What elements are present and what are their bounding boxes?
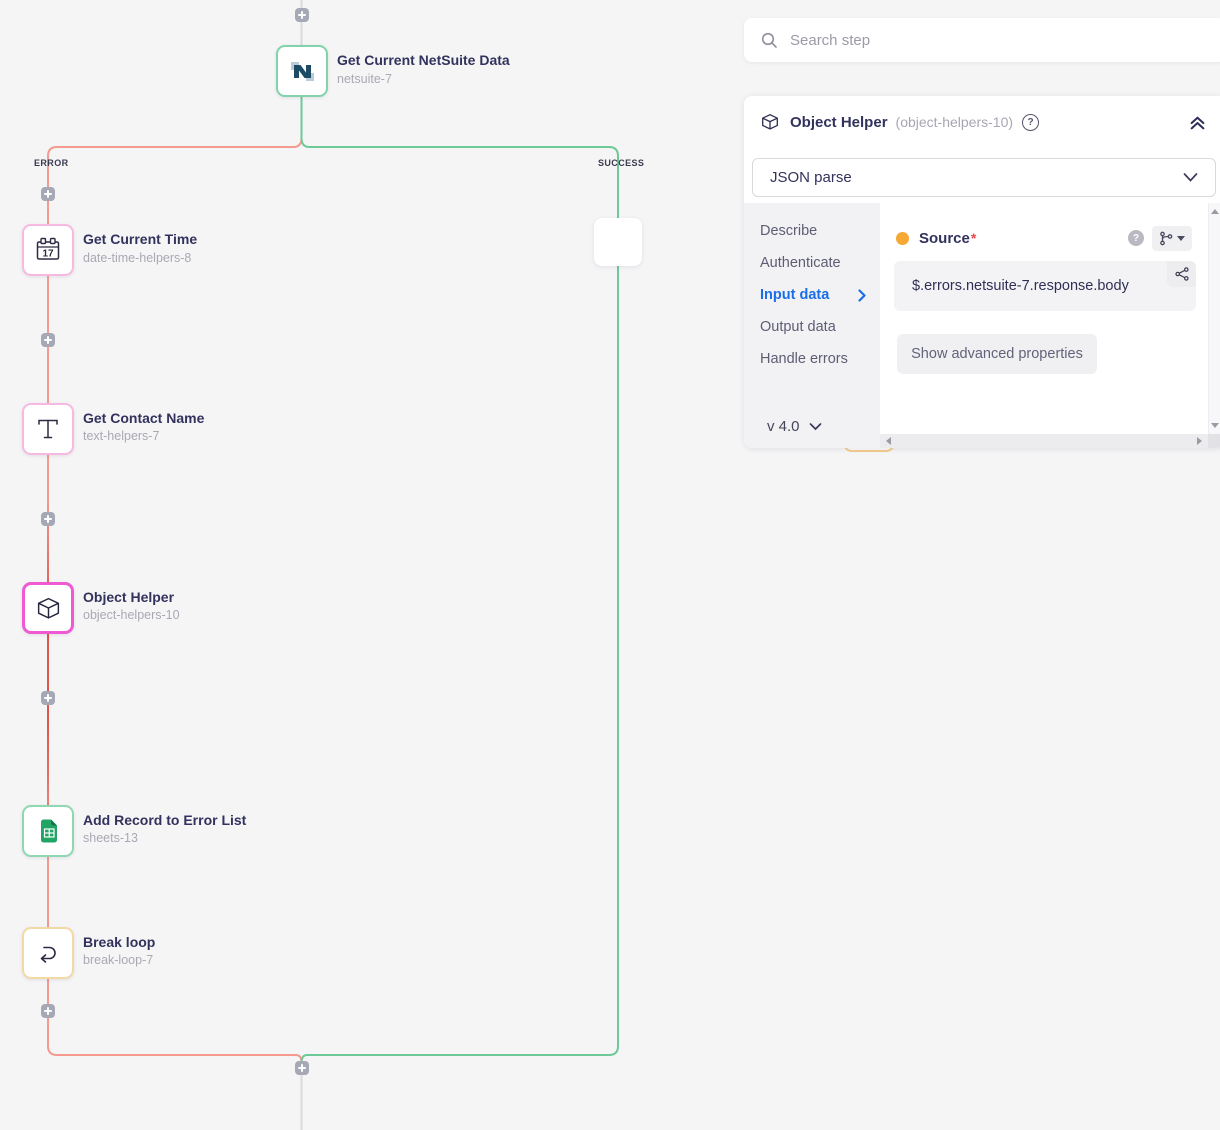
add-step-button-top[interactable] — [295, 8, 309, 22]
mapped-value-dot — [896, 231, 909, 245]
search-step-bar — [744, 18, 1220, 62]
panel-step-id: (object-helpers-10) — [895, 114, 1014, 130]
panel-tabs: Describe Authenticate Input data Output … — [744, 203, 880, 448]
panel-title: Object Helper — [790, 113, 888, 131]
scroll-right-arrow[interactable] — [1197, 437, 1202, 445]
step-text-helper[interactable] — [22, 403, 74, 455]
chevron-down-icon — [1177, 235, 1185, 241]
cube-icon — [760, 112, 780, 132]
chevron-down-icon — [809, 422, 821, 430]
version-select[interactable]: v 4.0 — [767, 418, 822, 435]
step-netsuite[interactable] — [276, 45, 328, 97]
step-sheets[interactable] — [22, 805, 74, 857]
step-title: Get Current Time — [83, 231, 198, 247]
connect-icon — [1174, 267, 1189, 281]
svg-text:17: 17 — [42, 249, 54, 260]
step-subtitle: sheets-13 — [83, 831, 138, 845]
version-label: v 4.0 — [767, 418, 800, 435]
required-marker: * — [970, 230, 977, 246]
scroll-left-arrow[interactable] — [886, 437, 891, 445]
step-subtitle: break-loop-7 — [83, 953, 154, 967]
panel-body: Describe Authenticate Input data Output … — [744, 203, 1220, 448]
horizontal-scrollbar[interactable] — [880, 434, 1208, 448]
add-step-button-error-2[interactable] — [41, 333, 55, 347]
cube-icon — [35, 595, 62, 622]
add-step-button-error-5[interactable] — [41, 1004, 55, 1018]
scroll-down-arrow[interactable] — [1211, 423, 1219, 428]
add-step-button-error-4[interactable] — [41, 691, 55, 705]
step-date-time-helper[interactable]: 17 — [22, 224, 74, 276]
source-input-value: $.errors.netsuite-7.response.body — [912, 278, 1129, 294]
netsuite-icon — [287, 56, 317, 86]
add-step-button-error-3[interactable] — [41, 512, 55, 526]
tab-authenticate[interactable]: Authenticate — [760, 255, 841, 271]
tab-handle-errors[interactable]: Handle errors — [760, 351, 848, 367]
search-icon — [760, 31, 778, 49]
jsonpath-icon — [1160, 231, 1173, 245]
panel-header: Object Helper (object-helpers-10) ? — [760, 110, 1206, 134]
step-subtitle: date-time-helpers-8 — [83, 251, 192, 265]
operation-selected-value: JSON parse — [770, 169, 852, 186]
step-subtitle: object-helpers-10 — [83, 608, 180, 622]
tab-describe[interactable]: Describe — [760, 223, 818, 239]
step-properties-panel: Object Helper (object-helpers-10) ? JSON… — [744, 96, 1220, 448]
add-step-button-error-1[interactable] — [41, 187, 55, 201]
collapse-panel-icon[interactable] — [1189, 114, 1206, 131]
calendar-icon: 17 — [33, 235, 63, 265]
input-data-content: Source * ? $.errors.netsuite-7.response.… — [880, 203, 1220, 448]
source-field-row: Source * ? — [896, 225, 1192, 251]
success-branch-label: SUCCESS — [598, 158, 645, 168]
break-loop-icon — [34, 939, 62, 967]
tab-output-data[interactable]: Output data — [760, 319, 836, 335]
step-title: Break loop — [83, 934, 156, 950]
text-helper-icon — [35, 416, 61, 442]
scroll-up-arrow[interactable] — [1211, 209, 1219, 214]
vertical-scrollbar[interactable] — [1208, 203, 1220, 434]
chevron-right-icon — [858, 288, 866, 302]
help-icon[interactable]: ? — [1128, 230, 1144, 246]
step-object-helper[interactable] — [22, 582, 74, 634]
step-title: Add Record to Error List — [83, 812, 247, 828]
source-field-label: Source — [919, 229, 970, 247]
step-subtitle: text-helpers-7 — [83, 429, 160, 443]
chevron-down-icon — [1183, 173, 1198, 182]
scrollbar-corner — [1208, 434, 1220, 448]
empty-step-node[interactable] — [594, 218, 642, 266]
show-advanced-properties-button[interactable]: Show advanced properties — [897, 334, 1097, 374]
step-title: Get Contact Name — [83, 410, 205, 426]
operation-select[interactable]: JSON parse — [752, 158, 1216, 197]
connector-snake-button[interactable] — [1167, 261, 1196, 287]
tab-input-data[interactable]: Input data — [744, 279, 880, 311]
step-title: Get Current NetSuite Data — [337, 52, 510, 68]
step-subtitle: netsuite-7 — [337, 72, 392, 86]
source-input-field[interactable]: $.errors.netsuite-7.response.body — [894, 261, 1196, 311]
error-branch-label: ERROR — [34, 158, 69, 168]
jsonpath-mode-button[interactable] — [1152, 225, 1192, 251]
search-step-input[interactable] — [790, 31, 1170, 49]
add-step-button-merge[interactable] — [295, 1061, 309, 1075]
google-sheets-icon — [34, 816, 62, 846]
step-title: Object Helper — [83, 589, 175, 605]
step-break-loop[interactable] — [22, 927, 74, 979]
help-icon[interactable]: ? — [1022, 113, 1040, 131]
